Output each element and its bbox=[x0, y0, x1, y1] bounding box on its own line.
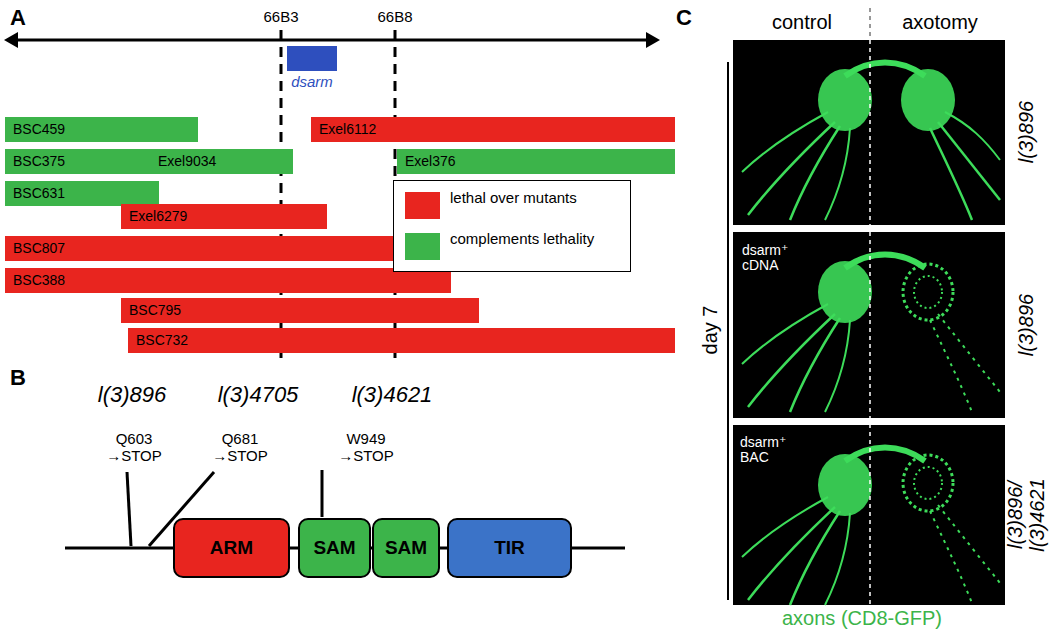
condition-label: axotomy bbox=[902, 11, 978, 33]
deficiency-name: BSC631 bbox=[5, 181, 159, 206]
genotype-label: l(3)896 bbox=[1015, 294, 1037, 356]
mutation-label: Q603 →STOP bbox=[103, 431, 165, 464]
deficiency-bar: BSC795 bbox=[121, 298, 479, 323]
deficiency-name: BSC795 bbox=[121, 298, 479, 323]
deficiency-name: Exel9034 bbox=[150, 149, 293, 174]
protein-domain: SAM bbox=[372, 518, 440, 578]
allele-name: l(3)4621 bbox=[352, 383, 433, 407]
figure-shape bbox=[901, 69, 1000, 220]
panel-letter: C bbox=[676, 6, 692, 30]
genotype-label: l(3)896/ l(3)4621 bbox=[1004, 469, 1048, 561]
figure-shape bbox=[733, 232, 1005, 418]
deficiency-bar: Exel376 bbox=[397, 149, 675, 174]
figure-shape bbox=[733, 425, 1005, 605]
band-name: 66B3 bbox=[263, 9, 298, 26]
protein-domain: ARM bbox=[173, 518, 290, 578]
figure-shape bbox=[869, 8, 871, 38]
legend-swatch bbox=[405, 233, 440, 260]
mutation-label: Q681 →STOP bbox=[209, 431, 271, 464]
allele-name: l(3)896 bbox=[98, 383, 166, 407]
legend-text: lethal over mutants bbox=[450, 189, 620, 206]
figure-shape bbox=[742, 63, 925, 221]
deficiency-name: Exel376 bbox=[397, 149, 675, 174]
panel-letter: A bbox=[10, 6, 26, 30]
rescue-label: dsarm⁺ cDNA bbox=[742, 243, 794, 274]
figure-shape bbox=[127, 472, 131, 546]
figure-shape bbox=[4, 32, 18, 48]
protein-domain: TIR bbox=[447, 518, 572, 578]
deficiency-bar: BSC631 bbox=[5, 181, 159, 206]
deficiency-bar: Exel6279 bbox=[121, 204, 327, 229]
deficiency-bar: BSC732 bbox=[128, 328, 675, 353]
gene-bar: dsarm bbox=[287, 46, 337, 71]
legend-swatch bbox=[405, 192, 440, 219]
figure-shape bbox=[742, 448, 925, 606]
domain-name: SAM bbox=[313, 537, 355, 559]
gene-name: dsarm bbox=[291, 73, 333, 90]
deficiency-name: BSC459 bbox=[5, 117, 198, 142]
deficiency-name: BSC388 bbox=[5, 268, 451, 293]
band-name: 66B8 bbox=[377, 9, 412, 26]
deficiency-bar: Exel6112 bbox=[311, 117, 675, 142]
deficiency-name: Exel6279 bbox=[121, 204, 327, 229]
condition-label: control bbox=[772, 11, 832, 33]
deficiency-name: BSC375 bbox=[5, 149, 159, 174]
domain-name: SAM bbox=[385, 537, 427, 559]
day-bracket bbox=[727, 62, 729, 600]
micrograph bbox=[733, 8, 1005, 605]
figure-shape bbox=[14, 39, 650, 42]
mutation-label: W949 →STOP bbox=[335, 431, 397, 464]
protein-domain: SAM bbox=[298, 518, 371, 578]
figure-shape bbox=[733, 40, 1005, 225]
figure-shape bbox=[903, 455, 1000, 603]
deficiency-bar: Exel9034 bbox=[150, 149, 293, 174]
deficiency-name: Exel6112 bbox=[311, 117, 675, 142]
figure-shape bbox=[646, 32, 660, 48]
stain-label: axons (CD8-GFP) bbox=[782, 607, 942, 629]
time-label: day 7 bbox=[699, 306, 721, 355]
rescue-label: dsarm⁺ BAC bbox=[740, 435, 792, 466]
deficiency-bar: BSC459 bbox=[5, 117, 198, 142]
deficiency-bar: BSC375 bbox=[5, 149, 159, 174]
deficiency-name: BSC732 bbox=[128, 328, 675, 353]
figure-shape bbox=[742, 255, 925, 413]
figure-shape bbox=[869, 40, 871, 605]
allele-name: l(3)4705 bbox=[218, 383, 299, 407]
figure-shape bbox=[903, 264, 1000, 412]
legend-text: complements lethality bbox=[450, 230, 620, 247]
legend-box: lethal over mutants complements lethality bbox=[393, 180, 631, 272]
panel-letter: B bbox=[10, 366, 26, 390]
genotype-label: l(3)896 bbox=[1015, 101, 1037, 163]
figure-shape bbox=[321, 470, 324, 517]
deficiency-bar: BSC388 bbox=[5, 268, 451, 293]
domain-name: ARM bbox=[210, 537, 253, 559]
domain-name: TIR bbox=[494, 537, 525, 559]
